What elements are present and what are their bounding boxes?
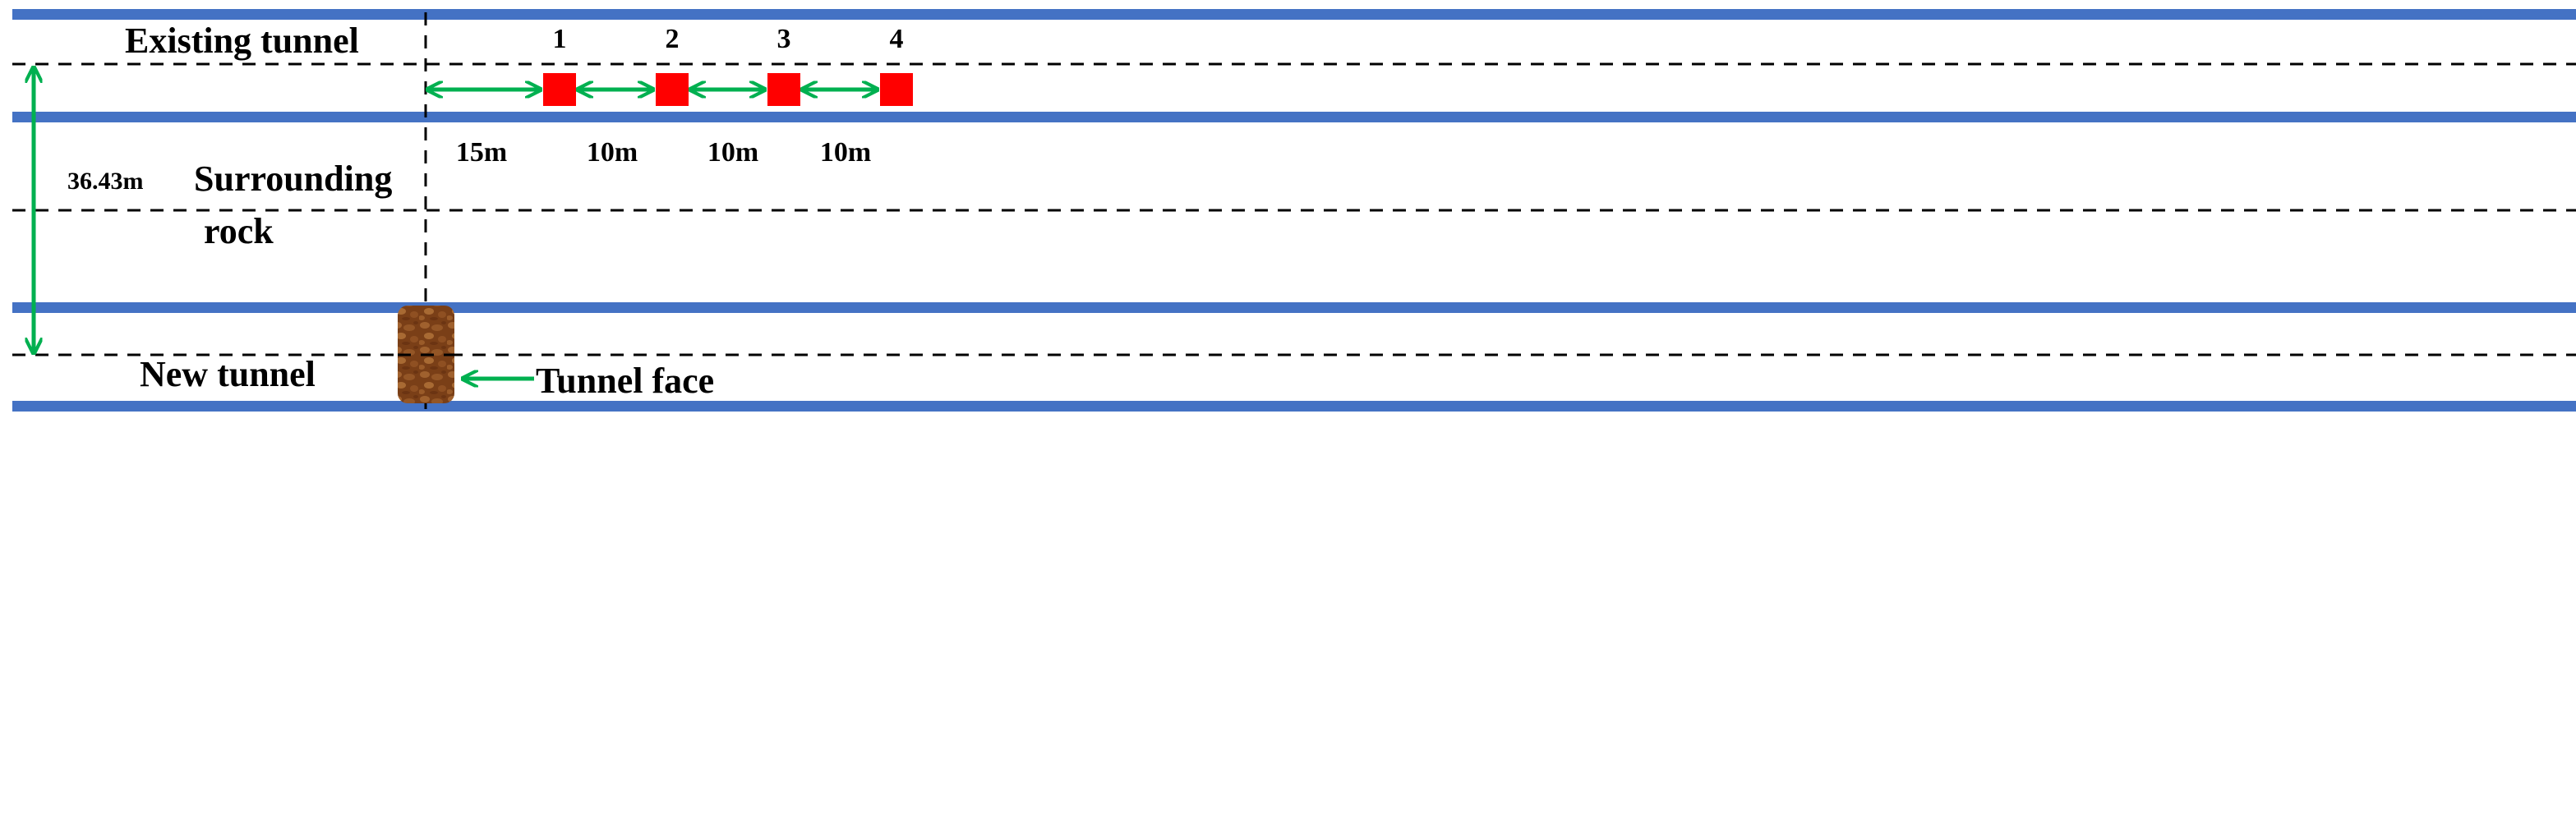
new-tunnel-bottom-wall (12, 401, 2576, 412)
surrounding-rock-label-line1: Surrounding (194, 159, 392, 199)
spacing-labels: 15m 10m 10m 10m (456, 137, 871, 168)
spacing-label-3: 10m (707, 137, 758, 168)
monitoring-point-2 (656, 73, 689, 106)
vertical-distance-label: 36.43m (67, 168, 144, 195)
tunnel-face-label: Tunnel face (536, 361, 714, 401)
monitoring-point-2-label: 2 (666, 24, 680, 54)
spacing-label-2: 10m (587, 137, 638, 168)
spacing-label-4: 10m (820, 137, 871, 168)
existing-tunnel-bottom-wall (12, 112, 2576, 122)
existing-tunnel-label: Existing tunnel (125, 21, 359, 61)
new-tunnel-label: New tunnel (140, 354, 316, 394)
spacing-label-1: 15m (456, 137, 507, 168)
surrounding-rock-label-line2: rock (204, 211, 274, 251)
new-tunnel-top-wall (12, 302, 2576, 313)
monitoring-point-4 (880, 73, 913, 106)
monitoring-point-labels: 1 2 3 4 (553, 24, 904, 54)
monitoring-point-3 (767, 73, 800, 106)
existing-tunnel-top-wall (12, 9, 2576, 20)
monitoring-point-1-label: 1 (553, 24, 567, 54)
dashed-axes (12, 12, 2576, 409)
monitoring-point-1 (543, 73, 576, 106)
monitoring-point-3-label: 3 (777, 24, 791, 54)
monitoring-point-4-label: 4 (890, 24, 904, 54)
tunnel-walls (12, 9, 2576, 412)
monitoring-points (543, 73, 913, 106)
